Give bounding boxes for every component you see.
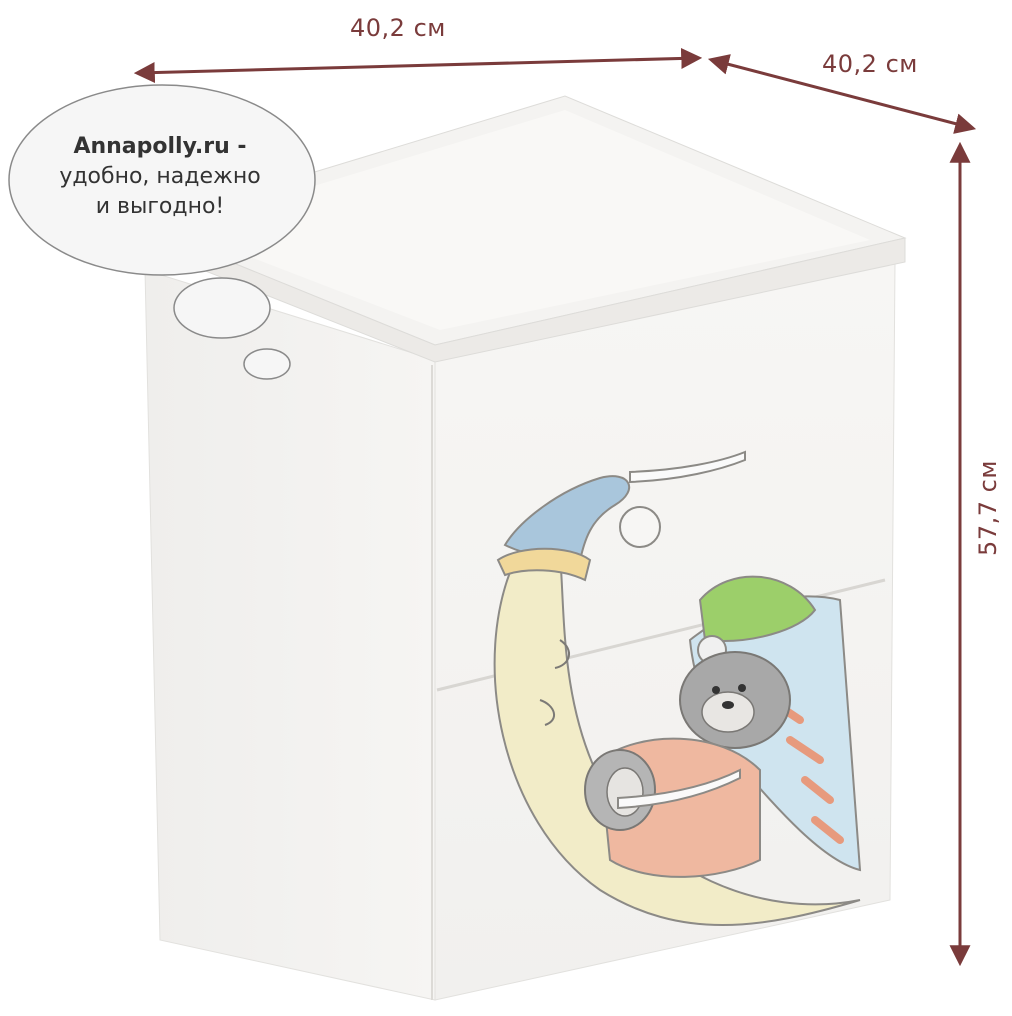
speech-bubble-tail-large <box>173 277 271 339</box>
speech-bubble-text: Annapolly.ru - удобно, надежно и выгодно… <box>30 132 290 222</box>
changing-top-inner <box>175 110 870 330</box>
cabinet-side-panel <box>144 269 436 1001</box>
pompom <box>619 506 661 548</box>
depth-dimension-arrow <box>707 54 977 134</box>
width-dimension-arrow <box>133 47 703 84</box>
bottom-drawer-handle[interactable] <box>617 768 741 810</box>
brand-text: Annapolly.ru - <box>73 134 247 159</box>
width-label: 40,2 см <box>350 14 446 42</box>
depth-label: 40,2 см <box>822 50 918 78</box>
slogan-line-1: удобно, надежно <box>59 164 261 189</box>
moon-decal <box>493 475 861 926</box>
speech-bubble-tail-small <box>243 348 291 380</box>
speech-bubble-main <box>8 84 316 276</box>
top-drawer-handle[interactable] <box>629 450 746 484</box>
height-label: 57,7 см <box>974 460 1002 556</box>
speech-bubble <box>8 84 316 380</box>
slogan-line-2: и выгодно! <box>95 194 225 219</box>
